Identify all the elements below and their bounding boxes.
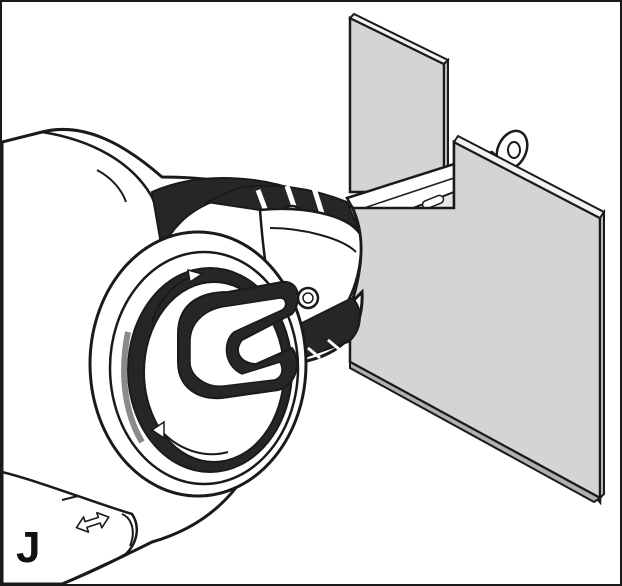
figure-label: J [16,523,41,572]
double-arrow-icon [75,511,110,533]
tool-body [2,127,364,584]
front-board [347,134,606,506]
back-board [348,12,450,194]
